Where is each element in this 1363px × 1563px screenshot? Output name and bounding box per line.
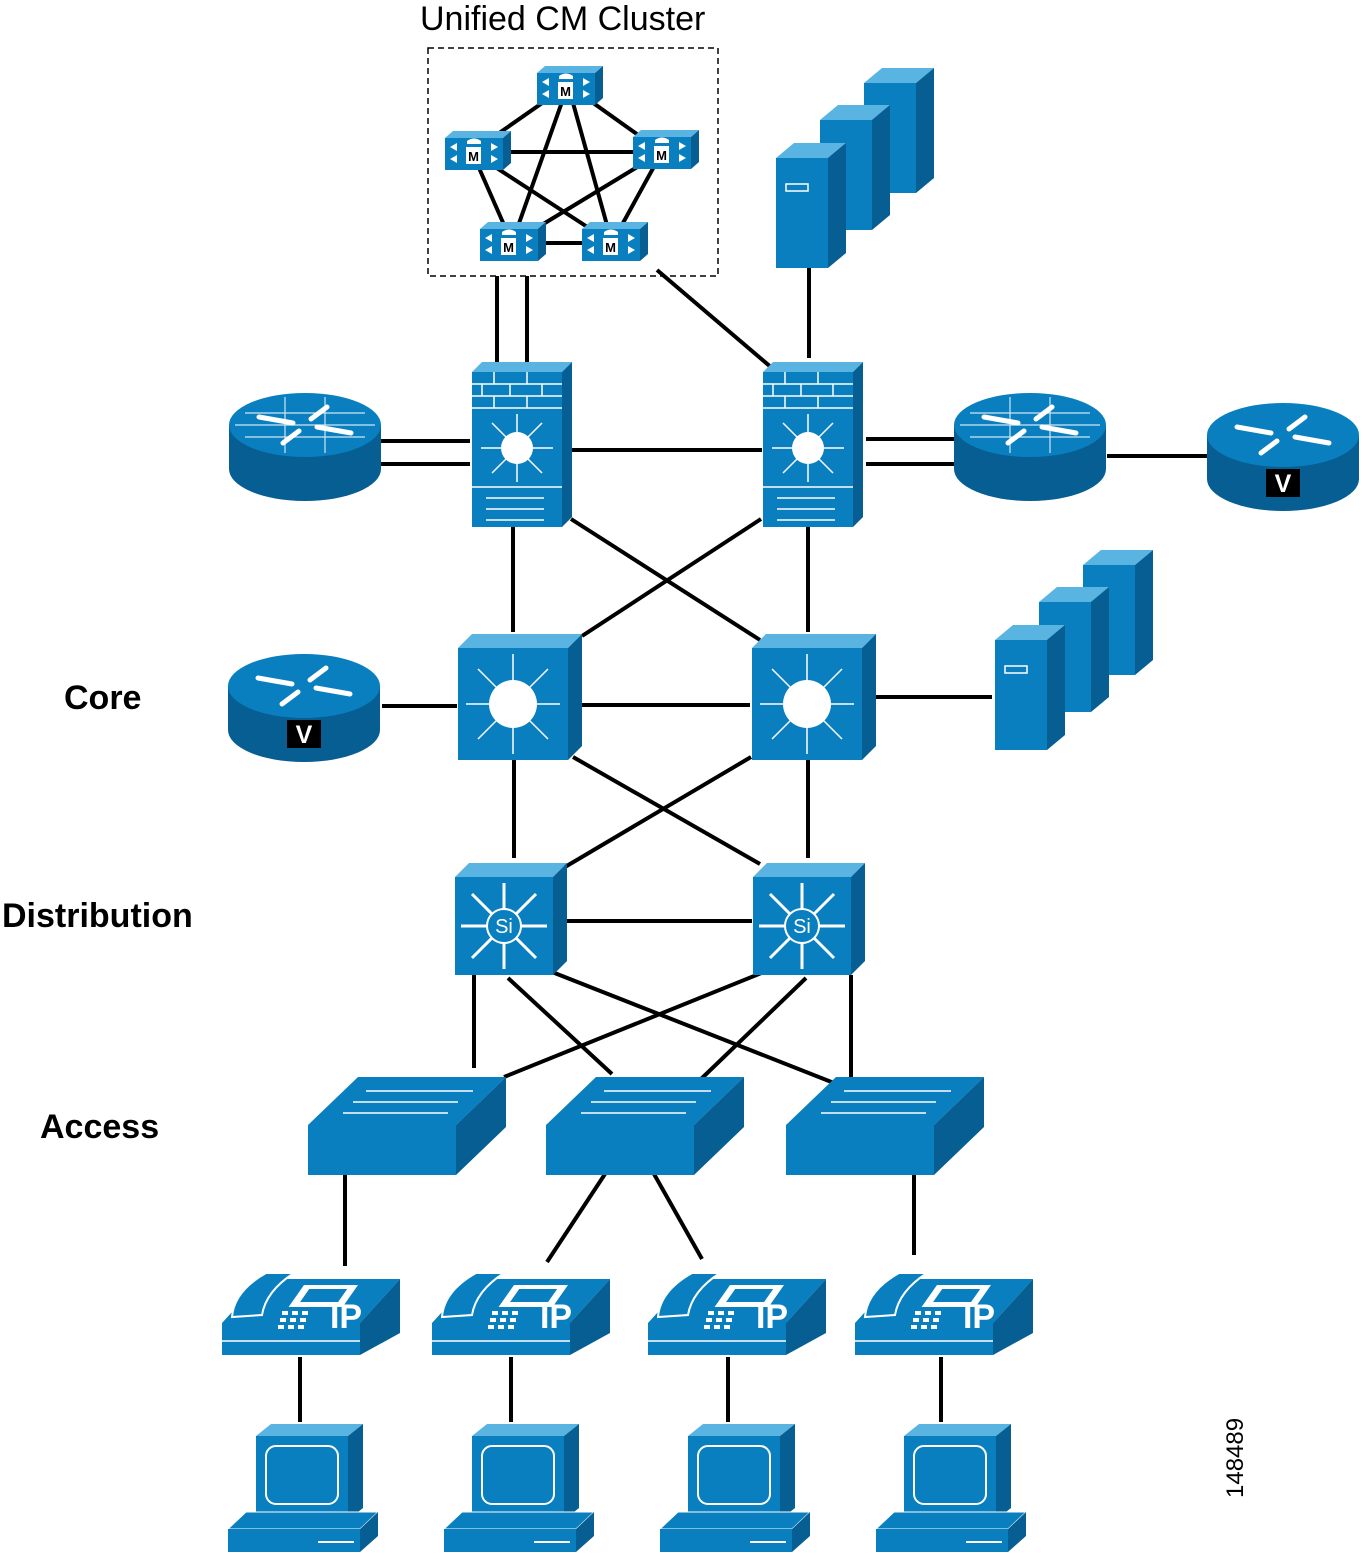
voice-badge: V bbox=[1275, 470, 1292, 498]
svg-text:IP: IP bbox=[756, 1298, 788, 1336]
tier-label-core: Core bbox=[64, 679, 142, 717]
svg-text:Si: Si bbox=[495, 916, 513, 938]
pc-icon bbox=[875, 1423, 1027, 1553]
svg-text:IP: IP bbox=[330, 1298, 362, 1336]
distribution-switch-icon: Si bbox=[453, 861, 569, 977]
server-stack-icon bbox=[775, 67, 935, 269]
callmanager-icon bbox=[582, 222, 648, 261]
pc-icon bbox=[227, 1423, 379, 1553]
callmanager-icon bbox=[633, 130, 699, 169]
cluster-title: Unified CM Cluster bbox=[420, 0, 706, 38]
server-stack-icon bbox=[994, 549, 1154, 751]
tier-label-distribution: Distribution bbox=[2, 897, 193, 935]
ip-phone-icon: IP bbox=[854, 1272, 1034, 1356]
core-switch-icon bbox=[457, 633, 583, 761]
voice-router-icon: V bbox=[1207, 403, 1359, 511]
ip-phone-icon: IP bbox=[647, 1272, 827, 1356]
svg-text:IP: IP bbox=[540, 1298, 572, 1336]
firewall-switch-icon bbox=[762, 361, 864, 528]
pc-icon bbox=[659, 1423, 811, 1553]
voice-badge: V bbox=[296, 721, 313, 749]
tier-label-access: Access bbox=[40, 1108, 160, 1146]
access-switch-icon bbox=[307, 1076, 507, 1176]
ip-phone-icon: IP bbox=[221, 1272, 401, 1356]
callmanager-icon bbox=[537, 66, 603, 105]
voice-router-icon: V bbox=[228, 654, 380, 762]
firewall-router-icon bbox=[229, 393, 381, 501]
svg-text:Si: Si bbox=[793, 916, 811, 938]
pc-icon bbox=[443, 1423, 595, 1553]
firewall-switch-icon bbox=[471, 361, 573, 528]
callmanager-icon bbox=[480, 222, 546, 261]
ip-phone-icon: IP bbox=[431, 1272, 611, 1356]
svg-text:IP: IP bbox=[963, 1298, 995, 1336]
unified-cm-cluster bbox=[445, 66, 699, 261]
distribution-switch-icon: Si bbox=[751, 861, 867, 977]
access-switch-icon bbox=[545, 1076, 745, 1176]
firewall-router-icon bbox=[954, 393, 1106, 501]
access-switch-icon bbox=[785, 1076, 985, 1176]
core-switch-icon bbox=[751, 633, 877, 761]
callmanager-icon bbox=[445, 131, 511, 170]
figure-id: 148489 bbox=[1222, 1417, 1249, 1498]
cluster-boundary bbox=[427, 47, 719, 277]
